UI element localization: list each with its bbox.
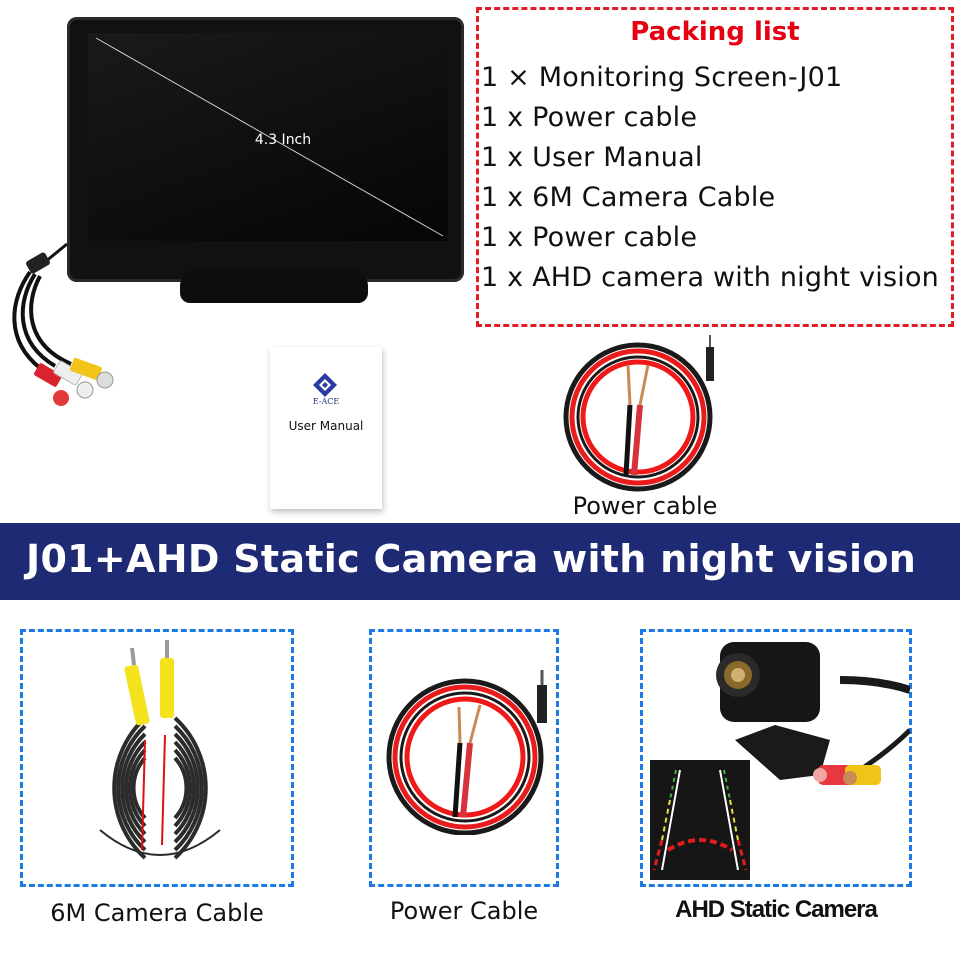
user-manual-image: E-ACE User Manual (270, 347, 382, 509)
packing-list: 1 × Monitoring Screen-J01 1 x Power cabl… (481, 58, 939, 298)
diagonal-line-icon (95, 37, 444, 237)
product-banner: J01+AHD Static Camera with night vision (0, 523, 960, 600)
packing-list-item: 1 × Monitoring Screen-J01 (481, 62, 843, 93)
packing-list-item: 1 x Power cable (481, 102, 698, 133)
banner-title: J01+AHD Static Camera with night vision (26, 537, 917, 581)
packing-list-item: 1 x 6M Camera Cable (481, 182, 776, 213)
power-cable-caption: Power Cable (389, 897, 539, 925)
monitor-size-label: 4.3 Inch (254, 132, 312, 148)
ahd-camera-box (640, 629, 912, 887)
manual-brand: E-ACE (312, 397, 340, 406)
power-cable-label: Power cable (572, 492, 718, 520)
packing-list-box: Packing list 1 × Monitoring Screen-J01 1… (476, 7, 954, 327)
eace-logo-icon (313, 373, 337, 397)
manual-title: User Manual (288, 419, 364, 433)
ahd-camera-icon (716, 642, 910, 785)
packing-list-item: 1 x User Manual (481, 142, 703, 173)
monitor-stand (180, 270, 368, 303)
packing-list-item: 1 x AHD camera with night vision (481, 262, 939, 293)
monitor-screen (88, 33, 448, 241)
camera-cable-coil-icon (99, 640, 221, 860)
power-cable-box (369, 629, 559, 887)
camera-cable-caption: 6M Camera Cable (50, 899, 264, 927)
camera-cable-box (20, 629, 294, 887)
packing-list-title: Packing list (630, 17, 800, 47)
power-cable-icon (563, 335, 714, 492)
parking-guide-line-icon (650, 760, 750, 880)
ahd-camera-caption: AHD Static Camera (675, 896, 878, 923)
power-cable-icon (386, 670, 547, 835)
rca-cable-icon (12, 242, 114, 406)
packing-list-item: 1 x Power cable (481, 222, 698, 253)
